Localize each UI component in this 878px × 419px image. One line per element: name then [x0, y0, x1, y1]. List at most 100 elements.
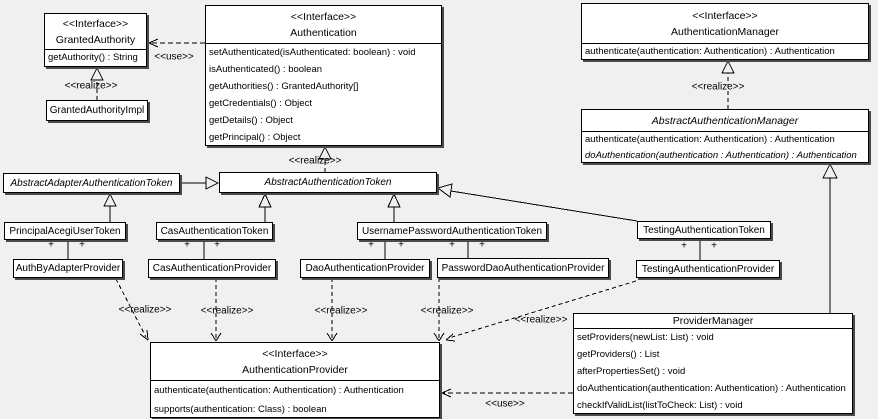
class-name: PrincipalAcegiUserToken: [9, 225, 121, 237]
class-method: getDetails() : Object: [209, 115, 293, 126]
class-method: setAuthenticated(isAuthenticated: boolea…: [209, 47, 416, 58]
class-name: CasAuthenticationProvider: [152, 263, 272, 274]
class-header: ProviderManager: [574, 314, 852, 329]
assoc-plus: +: [184, 239, 190, 251]
realize-edge-daoauthenticationprovider: [326, 278, 338, 342]
realize-edge-grantedauthorityimpl: [90, 66, 104, 100]
use-label: <<use>>: [485, 398, 525, 410]
class-name: AuthByAdapterProvider: [15, 263, 121, 274]
class-name: Authentication: [290, 26, 357, 39]
class-header: <<Interface>> AuthenticationProvider: [151, 343, 439, 381]
assoc-plus: +: [398, 239, 404, 251]
class-method: authenticate(authentication: Authenticat…: [585, 46, 835, 57]
class-method: afterPropertiesSet() : void: [577, 366, 686, 377]
realize-label: <<realize>>: [288, 155, 342, 167]
class-name: GrantedAuthority: [55, 33, 136, 46]
class-stereotype: <<Interface>>: [62, 17, 129, 30]
class-name: DaoAuthenticationProvider: [305, 263, 425, 274]
class-method: getProviders() : List: [577, 349, 660, 360]
class-method: getAuthority() : String: [48, 52, 138, 63]
class-box-abstract-authentication-token: AbstractAuthenticationToken: [219, 172, 437, 193]
assoc-plus: +: [368, 239, 374, 251]
realize-edge-testingauthenticationprovider: [445, 280, 637, 342]
class-name: CasAuthenticationToken: [160, 225, 269, 237]
class-box-testing-authentication-provider: TestingAuthenticationProvider: [636, 260, 780, 278]
class-box-auth-by-adapter-provider: AuthByAdapterProvider: [13, 259, 123, 278]
class-box-principal-acegi-user-token: PrincipalAcegiUserToken: [4, 222, 126, 240]
class-name: TestingAuthenticationToken: [643, 224, 765, 236]
assoc-plus: +: [79, 239, 85, 251]
class-box-abstract-authentication-manager: AbstractAuthenticationManager authentica…: [581, 109, 869, 163]
class-box-authentication-provider: <<Interface>> AuthenticationProvider aut…: [150, 342, 440, 418]
realize-edge-passworddaoprovider: [433, 278, 445, 342]
class-box-granted-authority-impl: GrantedAuthorityImpl: [46, 100, 148, 121]
class-method: getPrincipal() : Object: [209, 132, 301, 143]
realize-label: <<realize>>: [314, 305, 368, 317]
class-header: <<Interface>> Authentication: [206, 6, 441, 44]
assoc-plus: +: [48, 239, 54, 251]
realize-label: <<realize>>: [200, 305, 254, 317]
class-name: AuthenticationManager: [671, 25, 779, 38]
class-method: supports(authentication: Class) : boolea…: [154, 404, 327, 415]
class-name: AbstractAuthenticationToken: [264, 177, 392, 188]
class-stereotype: <<Interface>>: [692, 9, 758, 22]
gen-edge-casauthenticationtoken: [258, 192, 272, 222]
class-name: TestingAuthenticationProvider: [641, 263, 775, 275]
class-method: authenticate(authentication: Authenticat…: [154, 385, 404, 396]
class-method: authenticate(authentication: Authenticat…: [585, 134, 835, 145]
class-name: UsernamePasswordAuthenticationToken: [361, 225, 543, 237]
class-method: setProviders(newList: List) : void: [577, 332, 714, 343]
realize-label: <<realize>>: [514, 314, 568, 326]
class-box-authentication-manager: <<Interface>> AuthenticationManager auth…: [581, 3, 869, 60]
class-header: AbstractAuthenticationManager: [582, 110, 868, 132]
use-edge-providermanager: [441, 388, 573, 398]
realize-label: <<realize>>: [118, 304, 172, 316]
use-edge-authentication-grantedauthority: [148, 38, 205, 48]
class-box-testing-authentication-token: TestingAuthenticationToken: [637, 221, 771, 239]
class-header: <<Interface>> GrantedAuthority: [45, 14, 146, 50]
assoc-plus: +: [681, 240, 687, 252]
class-name: PasswordDaoAuthenticationProvider: [441, 262, 605, 274]
class-box-cas-authentication-token: CasAuthenticationToken: [156, 222, 273, 240]
class-method: checkIfValidList(listToCheck: List) : vo…: [577, 400, 743, 411]
class-box-abstract-adapter-authentication-token: AbstractAdapterAuthenticationToken: [3, 173, 180, 193]
class-method: doAuthentication(authentication : Authen…: [585, 149, 857, 161]
assoc-plus: +: [711, 240, 717, 252]
realize-edge-abstractauthenticationmanager: [721, 59, 735, 109]
gen-edge-providermanager: [822, 162, 838, 313]
assoc-plus: +: [214, 239, 220, 251]
class-stereotype: <<Interface>>: [262, 347, 328, 360]
realize-edge-abstractauthenticationtoken: [318, 145, 332, 172]
class-name: ProviderManager: [672, 315, 754, 327]
realize-edge-authbyadapterprovider: [115, 278, 149, 341]
assoc-edges: [67, 239, 701, 260]
class-method: getCredentials() : Object: [209, 98, 312, 109]
realize-label: <<realize>>: [420, 305, 474, 317]
assoc-plus: +: [479, 239, 485, 251]
class-name: GrantedAuthorityImpl: [49, 105, 145, 116]
class-box-cas-authentication-provider: CasAuthenticationProvider: [148, 259, 276, 278]
class-box-password-dao-authentication-provider: PasswordDaoAuthenticationProvider: [437, 258, 609, 278]
class-name: AbstractAuthenticationManager: [651, 114, 799, 127]
gen-edge-usernamepasswordtoken: [387, 192, 401, 222]
gen-edge-testingauthenticationtoken: [436, 183, 638, 222]
realize-label: <<realize>>: [691, 81, 745, 93]
gen-edge-principalacegiusertoken: [103, 192, 117, 222]
class-box-granted-authority: <<Interface>> GrantedAuthority getAuthor…: [44, 13, 147, 67]
class-box-dao-authentication-provider: DaoAuthenticationProvider: [300, 259, 430, 278]
assoc-plus: +: [449, 239, 455, 251]
class-box-authentication: <<Interface>> Authentication setAuthenti…: [205, 5, 442, 146]
class-box-username-password-authentication-token: UsernamePasswordAuthenticationToken: [357, 222, 547, 240]
class-method: doAuthentication(authentication: Authent…: [577, 383, 846, 394]
realize-edge-casauthenticationprovider: [210, 278, 222, 342]
gen-edge-abstractadapter: [180, 176, 220, 190]
realize-label: <<realize>>: [64, 80, 118, 92]
class-method: getAuthorities() : GrantedAuthority[]: [209, 81, 359, 92]
class-method: isAuthenticated() : boolean: [209, 64, 323, 75]
class-name: AbstractAdapterAuthenticationToken: [10, 177, 173, 189]
class-stereotype: <<Interface>>: [290, 10, 357, 23]
class-header: <<Interface>> AuthenticationManager: [582, 4, 868, 44]
class-box-provider-manager: ProviderManager setProviders(newList: Li…: [573, 313, 853, 414]
